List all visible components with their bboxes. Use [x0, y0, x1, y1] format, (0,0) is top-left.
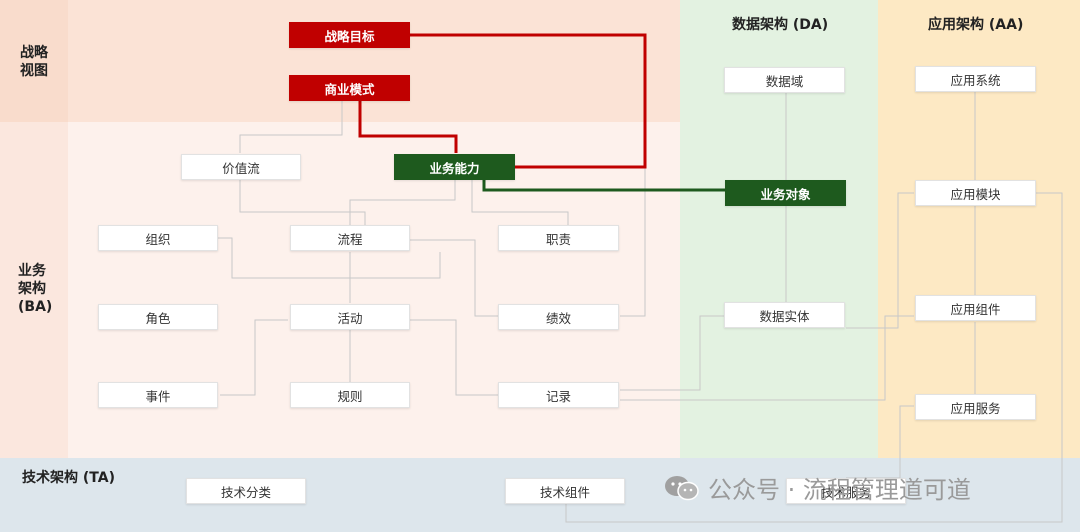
- tech-service-node: 技术服务: [786, 478, 906, 504]
- strategy-label-column: [0, 0, 68, 122]
- line-capability-responsibility: [471, 180, 569, 225]
- wechat-icon: [664, 474, 700, 502]
- line-component-record: [620, 315, 914, 401]
- line-module-techcomponent: [565, 192, 1063, 523]
- line-module-entity: [846, 192, 914, 329]
- line-activity-record: [410, 319, 498, 396]
- role-node: 角色: [98, 304, 218, 330]
- rule-node: 规则: [290, 382, 410, 408]
- business-architecture-label: 业务 架构 (BA): [18, 263, 53, 315]
- line-capability-process: [349, 180, 456, 225]
- strategic-goal-node: 战略目标: [289, 22, 410, 48]
- activity-node: 活动: [290, 304, 410, 330]
- line-capability-object: [482, 180, 726, 192]
- performance-node: 绩效: [498, 304, 619, 330]
- tech-component-node: 技术组件: [505, 478, 625, 504]
- line-goal-capability: [410, 33, 647, 169]
- watermark-text: 公众号 · 流程管理道可道: [708, 476, 971, 504]
- data-domain-node: 数据域: [724, 67, 845, 93]
- record-node: 记录: [498, 382, 619, 408]
- strategy-view-label: 战略 视图: [20, 45, 48, 79]
- business-label-column: [0, 122, 68, 458]
- application-architecture-label: 应用架构 (AA): [928, 17, 1024, 33]
- business-model-node: 商业模式: [289, 75, 410, 101]
- business-capability-node: 业务能力: [394, 154, 515, 180]
- value-stream-node: 价值流: [181, 154, 301, 180]
- line-service-techservice: [846, 405, 914, 479]
- app-component-node: 应用组件: [915, 295, 1036, 321]
- app-service-node: 应用服务: [915, 394, 1036, 420]
- event-node: 事件: [98, 382, 218, 408]
- business-object-node: 业务对象: [725, 180, 846, 206]
- app-system-node: 应用系统: [915, 66, 1036, 92]
- line-org-process: [218, 237, 441, 279]
- process-node: 流程: [290, 225, 410, 251]
- app-module-node: 应用模块: [915, 180, 1036, 206]
- line-activity-event: [220, 319, 288, 396]
- responsibility-node: 职责: [498, 225, 619, 251]
- data-entity-node: 数据实体: [724, 302, 845, 328]
- line-valuestream-process: [239, 180, 366, 225]
- data-architecture-label: 数据架构 (DA): [732, 17, 829, 33]
- organization-node: 组织: [98, 225, 218, 251]
- technology-architecture-label: 技术架构 (TA): [22, 470, 115, 486]
- line-model-capability: [358, 101, 458, 153]
- tech-classification-node: 技术分类: [186, 478, 306, 504]
- line-entity-record: [620, 315, 724, 391]
- line-process-performance: [410, 239, 498, 317]
- line-model-valuestream: [239, 100, 343, 153]
- strategy-zone: [0, 0, 680, 122]
- watermark: 公众号 · 流程管理道可道: [664, 470, 971, 505]
